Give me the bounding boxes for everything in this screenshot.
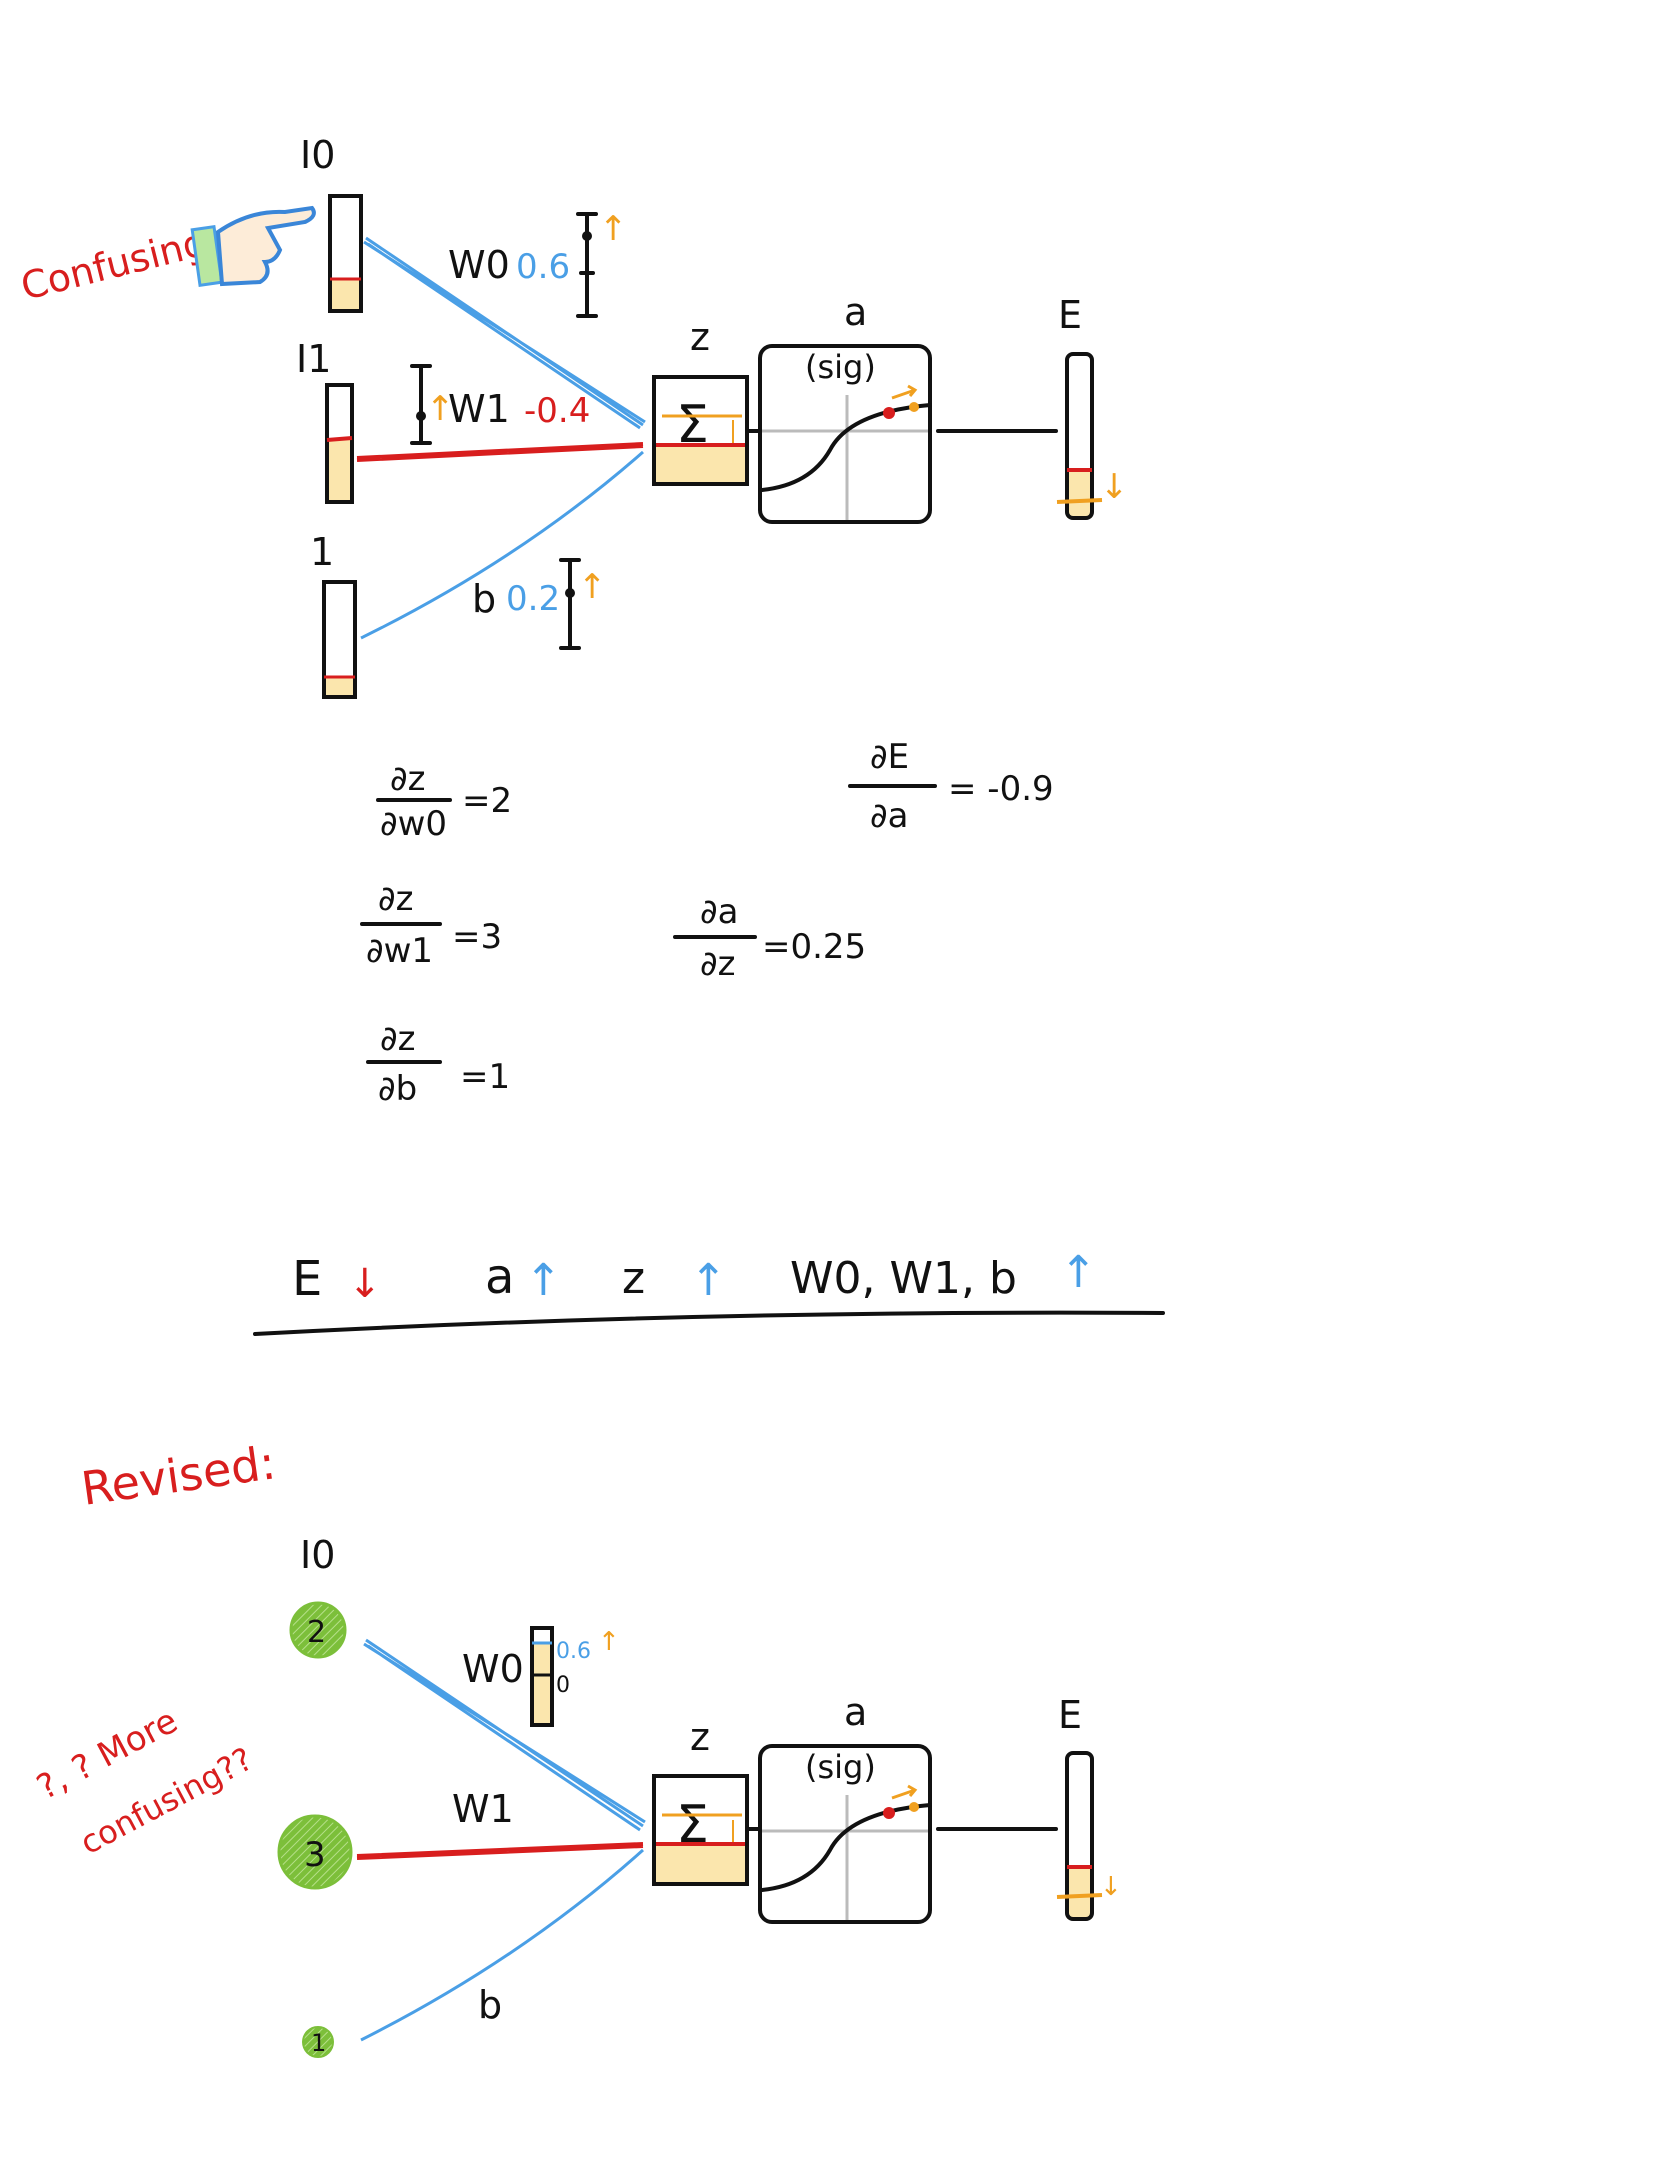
- z-sum-box: Σ: [652, 375, 749, 486]
- a-label: a: [844, 1690, 867, 1734]
- summary-params: W0, W1, b: [790, 1253, 1017, 1304]
- input0-label: I0: [300, 1533, 335, 1577]
- input1-value: 3: [304, 1835, 326, 1875]
- error-bar: ↓: [1056, 352, 1129, 520]
- activation-label: (sig): [805, 348, 876, 386]
- w0-zero-mark: 0: [556, 1673, 570, 1698]
- dE-da-equation: ∂E ∂a = -0.9: [848, 737, 1054, 836]
- divider: [253, 1310, 1165, 1336]
- value: = -0.9: [948, 769, 1054, 809]
- input1-bar: [325, 383, 354, 504]
- revised-diagram: Revised: ?, ? More confusing?? I0 2 3 1 …: [30, 1435, 1122, 2058]
- revised-title: Revised:: [78, 1435, 279, 1516]
- bias-connection: [360, 450, 644, 640]
- derivatives: ∂z ∂w0 =2 ∂z ∂w1 =3 ∂z ∂b =1 ∂a ∂z =0.25…: [360, 737, 1054, 1109]
- w0-bar: 0.6 ↑ 0: [530, 1626, 620, 1727]
- z-sum-box: Σ: [652, 1774, 749, 1886]
- input0-bar: [328, 194, 363, 313]
- w0-label: W0: [462, 1647, 524, 1691]
- increase-arrow-icon: ↑: [426, 389, 455, 429]
- denominator: ∂a: [870, 796, 908, 836]
- increase-arrow-icon: ↑: [599, 209, 628, 249]
- input0-label: I0: [300, 133, 335, 177]
- error-label: E: [1058, 1693, 1082, 1737]
- w0-slider[interactable]: ↑: [576, 209, 628, 318]
- input0-node: 2: [289, 1601, 347, 1659]
- w1-connection: [356, 1842, 644, 1860]
- increase-arrow-icon: ↑: [525, 1255, 562, 1306]
- numerator: ∂E: [870, 737, 909, 777]
- summary-z: z: [622, 1253, 645, 1304]
- value: =3: [452, 917, 502, 957]
- input1-node: 3: [277, 1814, 353, 1890]
- numerator: ∂z: [390, 759, 425, 799]
- sigmoid-box: (sig): [758, 344, 932, 524]
- w0-connection: [363, 236, 646, 430]
- b-label: b: [472, 577, 496, 621]
- dz-db-equation: ∂z ∂b =1: [366, 1019, 510, 1109]
- activation-label: (sig): [805, 1748, 876, 1786]
- numerator: ∂z: [378, 879, 413, 919]
- input1-label: I1: [296, 337, 331, 381]
- b-slider[interactable]: ↑: [559, 558, 607, 650]
- w0-value: 0.6: [556, 1639, 591, 1664]
- increase-arrow-icon: ↑: [1060, 1247, 1097, 1298]
- pointing-hand-icon: [190, 205, 316, 287]
- original-diagram: I0 Confusing I1 1 W0 0.6: [17, 133, 1129, 699]
- w1-connection: [356, 442, 644, 462]
- increase-arrow-icon: ↑: [598, 1627, 620, 1657]
- bias-node: 1: [302, 2026, 334, 2058]
- bias-value: 1: [311, 2029, 326, 2057]
- numerator: ∂a: [700, 892, 738, 932]
- denominator: ∂w0: [380, 804, 447, 844]
- denominator: ∂w1: [366, 931, 433, 971]
- input0-value: 2: [307, 1615, 326, 1650]
- w0-label: W0: [448, 243, 510, 287]
- summary-a: a: [485, 1249, 514, 1305]
- w1-value: -0.4: [524, 391, 590, 431]
- sigmoid-box: (sig): [758, 1744, 932, 1924]
- dz-dw1-equation: ∂z ∂w1 =3: [360, 879, 502, 971]
- decrease-arrow-icon: ↓: [1100, 467, 1129, 507]
- value: =2: [462, 781, 512, 821]
- z-label: z: [690, 1715, 710, 1759]
- denominator: ∂z: [700, 944, 735, 984]
- bias-input-label: 1: [310, 530, 334, 574]
- error-label: E: [1058, 293, 1082, 337]
- w0-value: 0.6: [516, 247, 570, 287]
- w1-label: W1: [452, 1787, 514, 1831]
- decrease-arrow-icon: ↓: [348, 1261, 382, 1307]
- value: =1: [460, 1057, 510, 1097]
- w0-connection: [363, 1638, 646, 1832]
- b-label: b: [478, 1983, 502, 2027]
- bias-connection: [360, 1848, 644, 2042]
- summary-line: E ↓ a ↑ z ↑ W0, W1, b ↑: [253, 1247, 1165, 1336]
- w1-label: W1: [448, 387, 510, 431]
- da-dz-equation: ∂a ∂z =0.25: [673, 892, 866, 984]
- bias-input-bar: [322, 580, 357, 699]
- summary-e: E: [292, 1251, 322, 1307]
- decrease-arrow-icon: ↓: [1100, 1872, 1122, 1902]
- w1-slider[interactable]: ↑: [410, 364, 455, 445]
- increase-arrow-icon: ↑: [690, 1255, 727, 1306]
- confusing-annotation: Confusing: [17, 220, 212, 309]
- a-label: a: [844, 290, 867, 334]
- error-bar: ↓: [1056, 1751, 1122, 1921]
- value: =0.25: [762, 927, 866, 967]
- denominator: ∂b: [378, 1069, 417, 1109]
- numerator: ∂z: [380, 1019, 415, 1059]
- increase-arrow-icon: ↑: [578, 567, 607, 607]
- z-label: z: [690, 315, 710, 359]
- b-value: 0.2: [506, 579, 560, 619]
- dz-dw0-equation: ∂z ∂w0 =2: [376, 759, 512, 844]
